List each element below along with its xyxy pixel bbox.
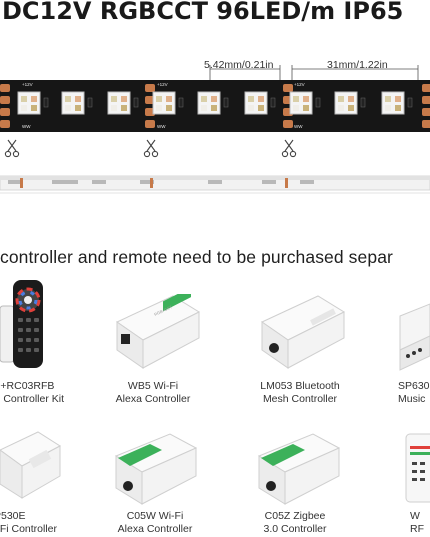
scissors-icon	[4, 139, 20, 158]
solder-pad	[145, 84, 155, 92]
pitch-dimension-label: 5.42mm/0.21in	[204, 59, 274, 71]
solder-pad	[422, 108, 430, 116]
profile-pad	[20, 178, 23, 188]
p530e-controller-image[interactable]	[0, 428, 62, 508]
svg-text:+12V: +12V	[22, 82, 33, 87]
scissors-icon	[281, 139, 297, 158]
profile-component	[64, 180, 78, 184]
sp630-controller-image[interactable]	[396, 300, 430, 372]
profile-pad	[150, 178, 153, 188]
profile-component	[92, 180, 106, 184]
product-caption-p530e: P530Ei-Fi Controller	[0, 510, 58, 535]
section-heading: controller and remote need to be purchas…	[0, 247, 393, 267]
solder-pad	[422, 96, 430, 104]
wb5-controller-image[interactable]: RGB+CCT	[103, 294, 203, 374]
svg-text:WW: WW	[157, 124, 166, 129]
c05w-controller-image[interactable]	[110, 430, 200, 510]
solder-pad	[0, 96, 10, 104]
lm053-controller-image[interactable]	[250, 292, 350, 374]
c05z-controller-image[interactable]	[253, 430, 343, 510]
svg-text:WW: WW	[294, 124, 303, 129]
cut-length-dimension-label: 31mm/1.22in	[327, 59, 388, 71]
solder-pad	[283, 120, 293, 128]
profile-component	[8, 180, 22, 184]
solder-pad	[283, 84, 293, 92]
scissors-icon	[143, 139, 159, 158]
svg-text:WW: WW	[22, 124, 31, 129]
svg-text:+12V: +12V	[157, 82, 168, 87]
profile-component	[262, 180, 276, 184]
dimension-lines	[209, 65, 419, 80]
solder-pad	[0, 84, 10, 92]
svg-text:+12V: +12V	[294, 82, 305, 87]
led-strip-illustration: +12V WW +12V WW +12V WW	[0, 65, 430, 158]
solder-pad	[0, 108, 10, 116]
profile-pad	[285, 178, 288, 188]
profile-component	[52, 180, 66, 184]
profile-component	[300, 180, 314, 184]
profile-component	[140, 180, 154, 184]
solder-pad	[0, 120, 10, 128]
solder-pad	[145, 120, 155, 128]
profile-component	[208, 180, 222, 184]
solder-pad	[422, 120, 430, 128]
remote-controller-kit-image[interactable]	[0, 278, 70, 378]
strip-profile-illustration	[0, 175, 430, 194]
solder-pad	[422, 84, 430, 92]
page-title: DC12V RGBCCT 96LED/m IP65	[2, 0, 404, 25]
w-remote-image[interactable]	[400, 432, 430, 504]
